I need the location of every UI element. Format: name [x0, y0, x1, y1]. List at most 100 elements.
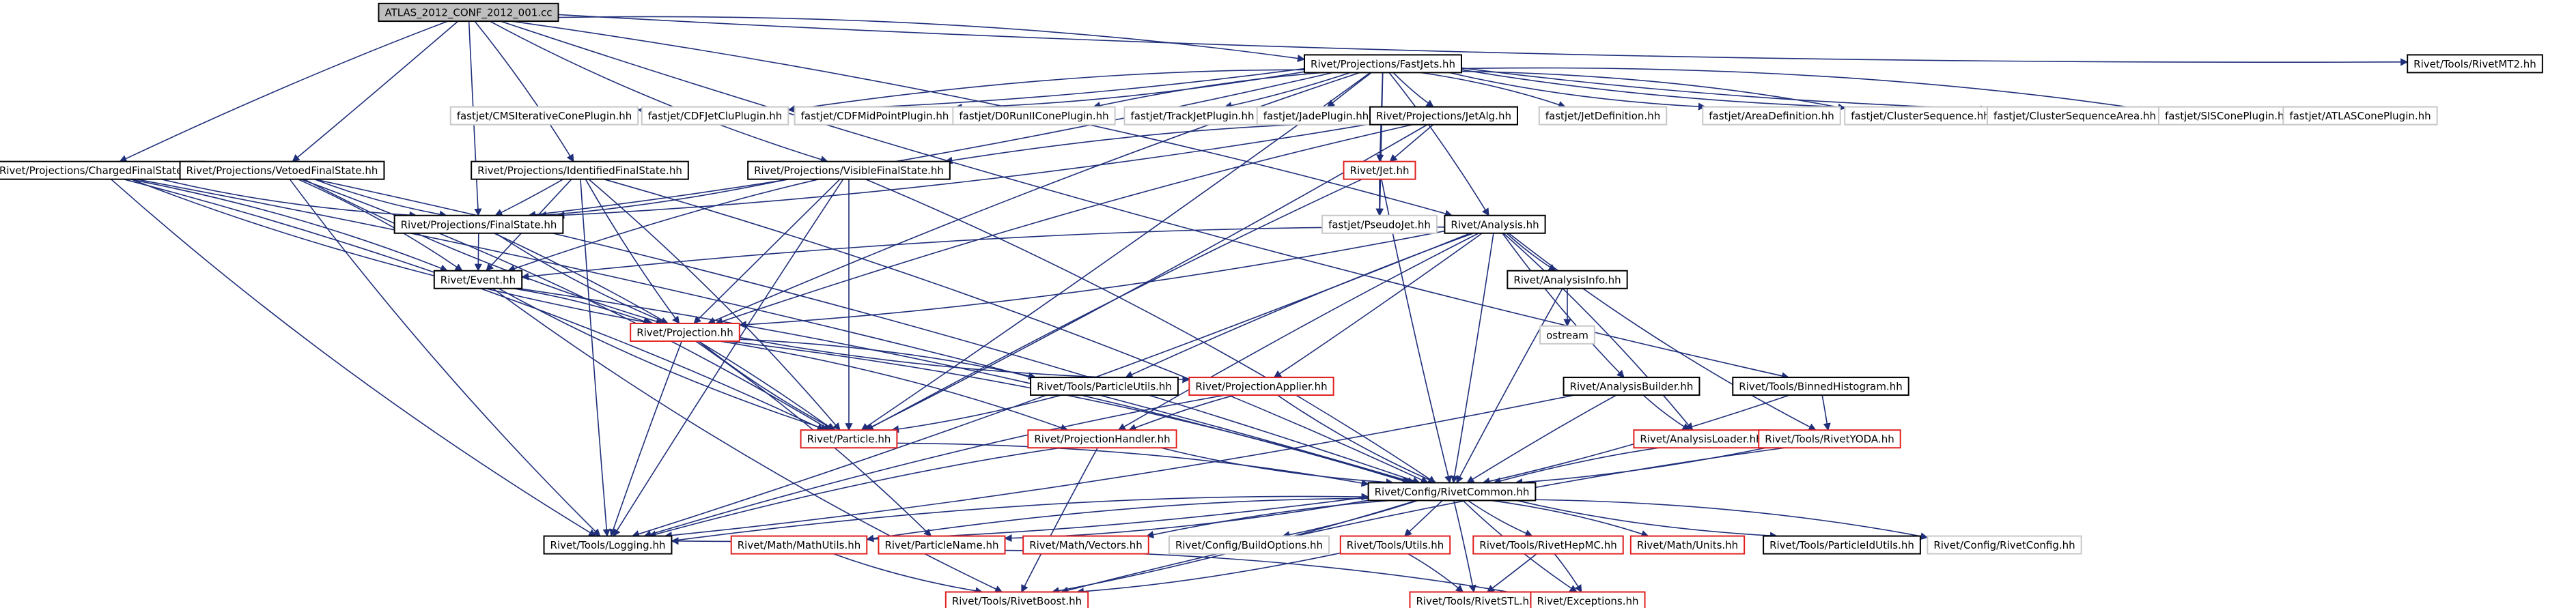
node-fastjets[interactable]: Rivet/Projections/FastJets.hh: [1304, 54, 1462, 74]
node-areadef[interactable]: fastjet/AreaDefinition.hh: [1702, 106, 1841, 126]
dependency-edge: [1277, 394, 1437, 484]
node-particlename[interactable]: Rivet/ParticleName.hh: [878, 535, 1006, 555]
dependency-edge: [1493, 447, 1660, 485]
node-jade[interactable]: fastjet/JadePlugin.hh: [1256, 106, 1376, 126]
dependency-edge: [1491, 500, 1649, 538]
node-particle[interactable]: Rivet/Particle.hh: [800, 429, 898, 449]
node-box: [630, 322, 740, 342]
node-jetdef[interactable]: fastjet/JetDefinition.hh: [1538, 106, 1668, 126]
dependency-edge: [1461, 70, 1846, 111]
node-label: Rivet/Config/RivetCommon.hh: [1375, 486, 1530, 498]
node-cdfmp[interactable]: fastjet/CDFMidPointPlugin.hh: [794, 106, 956, 126]
dependency-edge: [1515, 447, 1767, 487]
node-exceptions[interactable]: Rivet/Exceptions.hh: [1530, 591, 1646, 608]
node-box: [378, 3, 559, 23]
node-rivetboost[interactable]: Rivet/Tools/RivetBoost.hh: [944, 591, 1089, 608]
node-visfs[interactable]: Rivet/Projections/VisibleFinalState.hh: [747, 160, 951, 180]
node-clseq[interactable]: fastjet/ClusterSequence.hh: [1844, 106, 1997, 126]
dependency-edge: [1117, 233, 1479, 431]
node-mt2[interactable]: Rivet/Tools/RivetMT2.hh: [2407, 54, 2543, 74]
edge-fastjets-to-trackjet: [1224, 72, 1351, 110]
node-units[interactable]: Rivet/Math/Units.hh: [1629, 535, 1746, 555]
node-atlascone[interactable]: fastjet/ATLASConePlugin.hh: [2282, 106, 2438, 126]
node-rivetcommon[interactable]: Rivet/Config/RivetCommon.hh: [1367, 482, 1537, 502]
node-binnedhisto[interactable]: Rivet/Tools/BinnedHistogram.hh: [1732, 377, 1909, 396]
edge-projhandler-to-logging: [648, 447, 1061, 538]
node-clseqarea[interactable]: fastjet/ClusterSequenceArea.hh: [1986, 106, 2164, 126]
node-chfs[interactable]: Rivet/Projections/ChargedFinalState.hh: [0, 160, 206, 180]
node-utils[interactable]: Rivet/Tools/Utils.hh: [1339, 535, 1451, 555]
node-trackjet[interactable]: fastjet/TrackJetPlugin.hh: [1123, 106, 1261, 126]
dependency-edge: [1461, 67, 2284, 116]
dependency-edge: [1502, 233, 1694, 431]
node-siscone[interactable]: fastjet/SISConePlugin.hh: [2157, 106, 2298, 126]
node-rivetconfig[interactable]: Rivet/Config/RivetConfig.hh: [1927, 535, 2082, 555]
edge-fastjets-to-analysis: [1388, 72, 1489, 216]
node-label: Rivet/Jet.hh: [1350, 164, 1410, 177]
node-box: [1444, 214, 1546, 234]
edge-binnedhisto-to-rivetyoda: [1821, 394, 1831, 431]
dependency-edge: [1021, 447, 1098, 593]
node-hepmc[interactable]: Rivet/Tools/RivetHepMC.hh: [1472, 535, 1624, 555]
edge-rivetcommon-to-mathutils: [866, 497, 1369, 542]
node-analysis[interactable]: Rivet/Analysis.hh: [1444, 214, 1546, 234]
node-vetoedfs[interactable]: Rivet/Projections/VetoedFinalState.hh: [179, 160, 385, 180]
node-pidutils[interactable]: Rivet/Tools/ParticleIdUtils.hh: [1763, 535, 1921, 555]
edge-event-to-particle: [498, 288, 829, 432]
node-rivetstl[interactable]: Rivet/Tools/RivetSTL.hh: [1409, 591, 1543, 608]
node-box: [471, 160, 689, 180]
node-root[interactable]: ATLAS_2012_CONF_2012_001.cc: [378, 3, 559, 23]
node-label: Rivet/Math/Units.hh: [1637, 539, 1738, 551]
node-box: [1927, 535, 2082, 555]
node-label: fastjet/JadePlugin.hh: [1263, 110, 1369, 122]
node-analysisbuilder[interactable]: Rivet/AnalysisBuilder.hh: [1563, 377, 1700, 396]
node-event[interactable]: Rivet/Event.hh: [433, 270, 523, 289]
dependency-edge: [866, 497, 1369, 542]
node-label: Rivet/Tools/RivetMT2.hh: [2413, 58, 2536, 70]
node-box: [1367, 482, 1537, 502]
node-label: Rivet/Projections/IdentifiedFinalState.h…: [477, 164, 682, 177]
node-label: fastjet/AreaDefinition.hh: [1709, 110, 1834, 122]
node-projection[interactable]: Rivet/Projection.hh: [630, 322, 740, 342]
dependency-edge: [124, 178, 825, 431]
node-label: Rivet/Projection.hh: [636, 326, 733, 338]
node-buildoptions[interactable]: Rivet/Config/BuildOptions.hh: [1168, 535, 1330, 555]
edge-fastjets-to-areadef: [1448, 72, 1707, 111]
dependency-edge: [498, 288, 829, 432]
node-projapplier[interactable]: Rivet/ProjectionApplier.hh: [1188, 377, 1334, 396]
node-d0[interactable]: fastjet/D0RunIIConePlugin.hh: [952, 106, 1116, 126]
node-finalstate[interactable]: Rivet/Projections/FinalState.hh: [393, 214, 564, 234]
node-logging[interactable]: Rivet/Tools/Logging.hh: [543, 535, 673, 555]
node-rivetyoda[interactable]: Rivet/Tools/RivetYODA.hh: [1758, 429, 1901, 449]
dependency-edge: [1461, 67, 2160, 115]
node-box: [1732, 377, 1909, 396]
edge-projapplier-to-rivetcommon: [1277, 394, 1437, 484]
node-box: [393, 214, 564, 234]
dependency-edge: [1408, 553, 1464, 593]
dependency-edge: [1161, 447, 1394, 487]
node-mathutils[interactable]: Rivet/Math/MathUtils.hh: [730, 535, 868, 555]
node-label: Rivet/Tools/RivetSTL.hh: [1416, 595, 1535, 607]
node-cdfjc[interactable]: fastjet/CDFJetCluPlugin.hh: [641, 106, 789, 126]
node-analysisloader[interactable]: Rivet/AnalysisLoader.hh: [1633, 429, 1769, 449]
node-cms[interactable]: fastjet/CMSIterativeConePlugin.hh: [449, 106, 639, 126]
node-box: [944, 591, 1089, 608]
dependency-edge: [1468, 500, 1533, 537]
edge-visfs-to-finalstate: [538, 178, 789, 219]
edge-analysis-to-logging: [631, 233, 1471, 538]
node-vectors[interactable]: Rivet/Math/Vectors.hh: [1022, 535, 1149, 555]
dependency-edge: [648, 447, 1061, 538]
node-identfs[interactable]: Rivet/Projections/IdentifiedFinalState.h…: [471, 160, 689, 180]
node-projhandler[interactable]: Rivet/ProjectionHandler.hh: [1027, 429, 1177, 449]
node-analysisinfo[interactable]: Rivet/AnalysisInfo.hh: [1507, 270, 1628, 289]
dependency-edge: [512, 287, 652, 325]
edge-analysis-to-analysisloader: [1502, 233, 1694, 431]
node-ostream[interactable]: ostream: [1539, 325, 1595, 345]
node-pseudojet[interactable]: fastjet/PseudoJet.hh: [1321, 214, 1438, 234]
dependency-edge: [1508, 233, 1817, 431]
node-particleutils[interactable]: Rivet/Tools/ParticleUtils.hh: [1030, 377, 1179, 396]
edge-analysisbuilder-to-logging: [664, 394, 1575, 540]
node-jet[interactable]: Rivet/Jet.hh: [1343, 160, 1416, 180]
node-jetalg[interactable]: Rivet/Projections/JetAlg.hh: [1369, 106, 1518, 126]
